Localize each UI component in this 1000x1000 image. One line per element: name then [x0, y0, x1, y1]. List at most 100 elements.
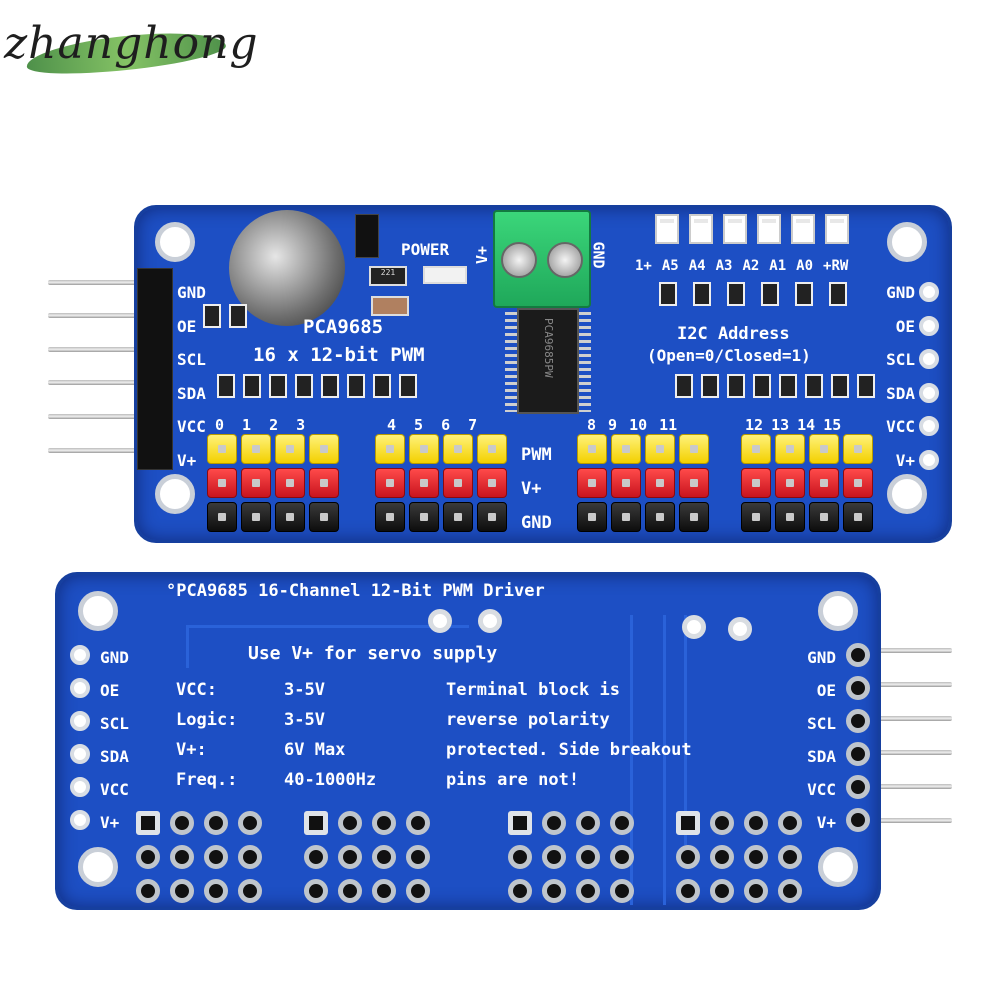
gnd-pin[interactable]	[611, 502, 641, 532]
smd-resistor	[727, 282, 745, 306]
smd-resistor	[675, 374, 693, 398]
front-right-pads	[919, 282, 939, 470]
gnd-pin[interactable]	[679, 502, 709, 532]
address-jumper[interactable]	[723, 214, 747, 244]
smd-resistor	[203, 304, 221, 328]
gnd-pin[interactable]	[275, 502, 305, 532]
gnd-pin[interactable]	[809, 502, 839, 532]
gnd-pin[interactable]	[775, 502, 805, 532]
channel-number: 12	[745, 416, 764, 434]
via-pad	[728, 617, 752, 641]
pin-label-sda: SDA	[177, 383, 206, 403]
back-board: °PCA9685 16-Channel 12-Bit PWM Driver Us…	[55, 572, 881, 910]
vplus-pin[interactable]	[477, 468, 507, 498]
terminal-gnd-label: GND	[589, 241, 608, 269]
pwm-pin[interactable]	[443, 434, 473, 464]
pwm-pin[interactable]	[577, 434, 607, 464]
pin-pad[interactable]	[70, 711, 90, 731]
gnd-pin[interactable]	[843, 502, 873, 532]
gnd-pin[interactable]	[645, 502, 675, 532]
pwm-pin[interactable]	[375, 434, 405, 464]
gnd-pin[interactable]	[207, 502, 237, 532]
pin-label-vcc: VCC	[807, 780, 836, 799]
pwm-pin[interactable]	[611, 434, 641, 464]
channel-number: 15	[823, 416, 842, 434]
gnd-pin[interactable]	[443, 502, 473, 532]
terminal-note: Terminal block is reverse polarity prote…	[446, 675, 692, 795]
pwm-pin[interactable]	[241, 434, 271, 464]
vplus-pin[interactable]	[679, 468, 709, 498]
vplus-pin[interactable]	[843, 468, 873, 498]
solder-joint	[238, 879, 262, 903]
solder-joint	[846, 643, 870, 667]
vplus-pin[interactable]	[207, 468, 237, 498]
channel-numbers-group-4: 12 13 14 15	[745, 416, 841, 434]
pwm-pin[interactable]	[679, 434, 709, 464]
pin-pad[interactable]	[70, 678, 90, 698]
pwm-pin[interactable]	[645, 434, 675, 464]
smd-resistor	[857, 374, 875, 398]
pwm-pin[interactable]	[477, 434, 507, 464]
pin-pad[interactable]	[919, 416, 939, 436]
vplus-pin[interactable]	[241, 468, 271, 498]
pin-pad[interactable]	[919, 449, 939, 470]
vplus-pin[interactable]	[409, 468, 439, 498]
pin-pad[interactable]	[919, 349, 939, 369]
solder-joint	[508, 845, 532, 869]
address-jumper[interactable]	[757, 214, 781, 244]
pin-label-sda: SDA	[886, 383, 915, 403]
gnd-pin[interactable]	[241, 502, 271, 532]
vplus-pin[interactable]	[775, 468, 805, 498]
pin-pad[interactable]	[919, 282, 939, 302]
pwm-pin[interactable]	[207, 434, 237, 464]
channel-number: 1	[242, 416, 252, 434]
pin-pad[interactable]	[70, 777, 90, 797]
pwm-pin[interactable]	[809, 434, 839, 464]
pwm-pin[interactable]	[843, 434, 873, 464]
gnd-pin[interactable]	[309, 502, 339, 532]
gnd-pin[interactable]	[741, 502, 771, 532]
pwm-pin[interactable]	[775, 434, 805, 464]
pin-pad[interactable]	[70, 810, 90, 830]
address-jumper[interactable]	[655, 214, 679, 244]
pwm-pin[interactable]	[741, 434, 771, 464]
back-left-pads	[70, 645, 90, 830]
solder-joint	[610, 845, 634, 869]
gnd-pin[interactable]	[577, 502, 607, 532]
gnd-pin[interactable]	[375, 502, 405, 532]
pin-pad[interactable]	[70, 744, 90, 764]
solder-joint	[304, 811, 328, 835]
vplus-pin[interactable]	[809, 468, 839, 498]
vplus-pin[interactable]	[741, 468, 771, 498]
address-jumper[interactable]	[791, 214, 815, 244]
oe-resistors	[203, 304, 247, 328]
spec-values: 3-5V 3-5V 6V Max 40-1000Hz	[284, 675, 376, 795]
address-jumper[interactable]	[689, 214, 713, 244]
jumper-label: A3	[715, 258, 733, 274]
solder-joint	[542, 811, 566, 835]
spec-label: 16 x 12-bit PWM	[253, 344, 425, 366]
pin-pad[interactable]	[919, 315, 939, 336]
gnd-pin[interactable]	[409, 502, 439, 532]
solder-joint	[576, 845, 600, 869]
address-jumper[interactable]	[825, 214, 849, 244]
vplus-pin[interactable]	[443, 468, 473, 498]
vplus-pin[interactable]	[309, 468, 339, 498]
power-label: POWER	[401, 240, 450, 259]
solder-joint	[710, 845, 734, 869]
vplus-pin[interactable]	[375, 468, 405, 498]
vplus-pin[interactable]	[577, 468, 607, 498]
pwm-pin[interactable]	[409, 434, 439, 464]
gnd-pin[interactable]	[477, 502, 507, 532]
solder-joint	[372, 879, 396, 903]
solder-joint	[846, 676, 870, 700]
jumper-label: 1+	[635, 258, 652, 274]
pwm-pin[interactable]	[275, 434, 305, 464]
pin-pad[interactable]	[919, 382, 939, 403]
front-right-pin-labels: GND OE SCL SDA VCC V+	[869, 276, 915, 477]
pin-pad[interactable]	[70, 645, 90, 665]
vplus-pin[interactable]	[275, 468, 305, 498]
vplus-pin[interactable]	[611, 468, 641, 498]
pwm-pin[interactable]	[309, 434, 339, 464]
vplus-pin[interactable]	[645, 468, 675, 498]
